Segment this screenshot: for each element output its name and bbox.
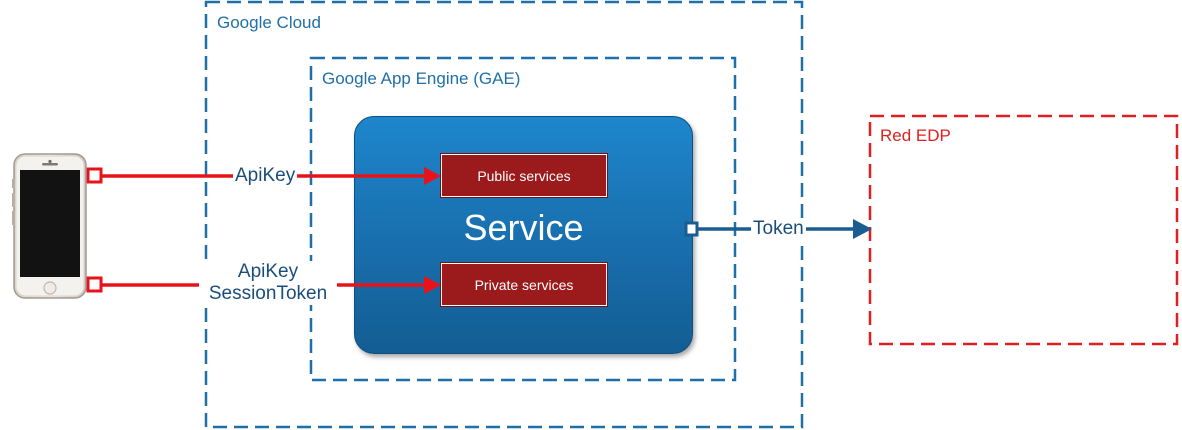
public-connector-port [86, 167, 103, 184]
token-connector-port [684, 221, 699, 237]
public-services-label: Public services [477, 167, 571, 184]
private-services-label: Private services [474, 276, 574, 293]
red-edp-title: Red EDP [880, 126, 951, 145]
private-edge-label-line2: SessionToken [208, 282, 328, 304]
gae-container [309, 56, 737, 382]
google-cloud-container [204, 0, 804, 429]
private-api-arrowhead [424, 276, 441, 294]
service-title: Service [463, 207, 584, 248]
smartphone-icon [12, 153, 87, 299]
public-edge-label: ApiKey [233, 165, 298, 187]
private-edge-label: ApiKey SessionToken [199, 261, 337, 305]
google-cloud-title: Google Cloud [217, 13, 321, 32]
token-arrowhead [853, 219, 872, 239]
private-edge-label-line1: ApiKey [237, 261, 299, 282]
token-edge-label: Token [751, 218, 806, 240]
public-api-arrowhead [424, 167, 441, 185]
private-connector-port [86, 276, 103, 293]
public-services-box: Public services [441, 154, 607, 197]
private-services-box: Private services [441, 263, 607, 306]
gae-title: Google App Engine (GAE) [322, 69, 521, 88]
